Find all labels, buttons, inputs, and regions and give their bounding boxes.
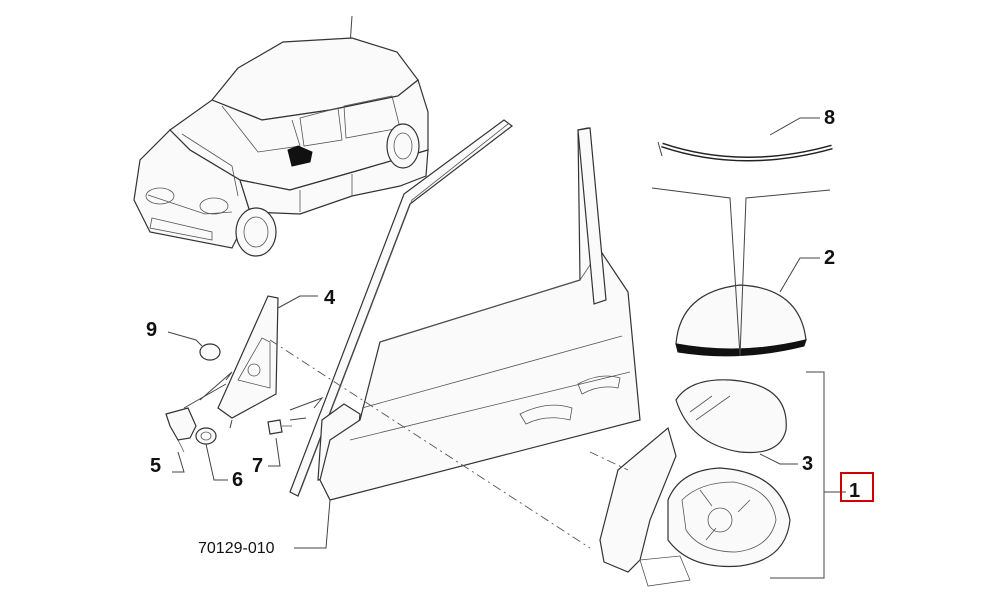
- callout-1: 1: [849, 480, 860, 502]
- dashed-mirror-line: [589, 451, 629, 471]
- callout-6: 6: [232, 469, 243, 491]
- part-8-trim-strip: [657, 141, 833, 162]
- callout-9: 9: [146, 319, 157, 341]
- leader-lines: [167, 117, 820, 549]
- explode-funnel-lines: [651, 187, 831, 357]
- callout-1-bracket: [770, 371, 846, 579]
- callout-1-highlight-box: [840, 472, 874, 502]
- door-panel: [319, 127, 641, 501]
- callout-2: 2: [824, 247, 835, 269]
- part-1-mirror-assembly: [599, 426, 791, 587]
- callout-5: 5: [150, 455, 161, 477]
- drawing-number: 70129-010: [198, 540, 275, 557]
- part-7-bolt: [267, 419, 292, 435]
- dashed-alignment-line: [269, 339, 591, 549]
- callout-7: 7: [252, 455, 263, 477]
- car-overview-illustration: [133, 15, 429, 257]
- part-6-washer: [195, 427, 217, 445]
- callout-3: 3: [802, 453, 813, 475]
- part-9-o-ring: [199, 343, 221, 361]
- callout-8: 8: [824, 107, 835, 129]
- callout-4: 4: [324, 287, 336, 309]
- part-5-fastener: [165, 407, 197, 453]
- part-3-mirror-glass: [675, 379, 787, 454]
- part-4-sail-panel: [217, 295, 279, 419]
